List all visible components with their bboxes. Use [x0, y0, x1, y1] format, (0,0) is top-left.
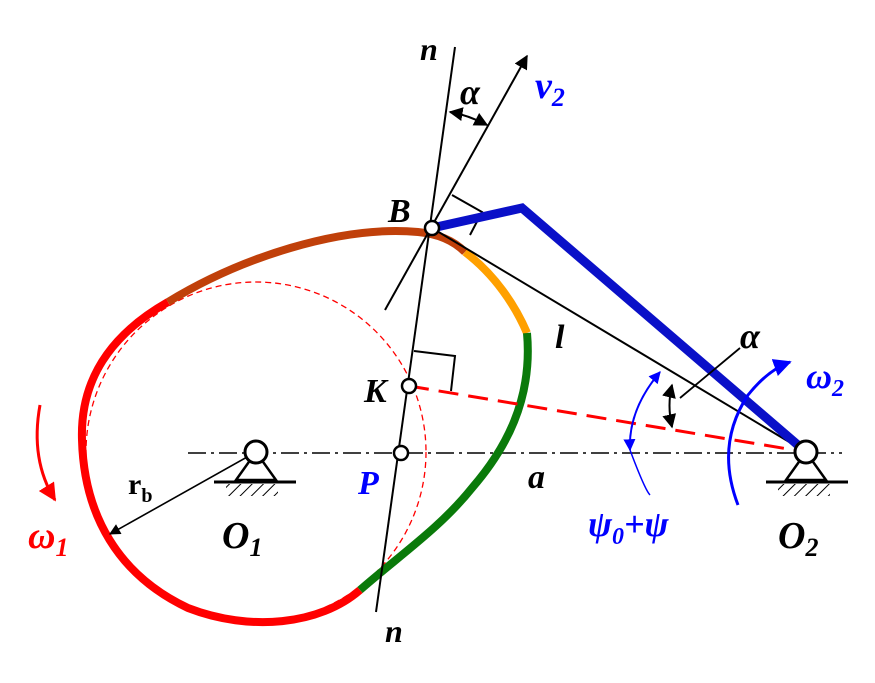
label-psi: ψ0+ψ — [588, 504, 670, 550]
velocity-v2-arrow — [384, 54, 528, 311]
rb-radius-arrow — [109, 451, 257, 535]
label-b: B — [387, 193, 411, 230]
label-a: a — [528, 459, 545, 496]
follower-arm — [431, 203, 809, 456]
right-angle-k — [413, 350, 457, 392]
label-o1: O1 — [222, 515, 262, 562]
label-v2: v2 — [535, 65, 565, 112]
psi-arc — [623, 371, 661, 452]
label-alpha-top: α — [460, 72, 481, 112]
cam-profile-brown — [165, 227, 468, 306]
point-k — [400, 377, 418, 395]
alpha-arc-top — [448, 107, 489, 126]
label-l: l — [555, 319, 565, 356]
label-n-top: n — [420, 31, 438, 67]
cam-profile-green — [357, 332, 532, 594]
label-alpha-right: α — [740, 316, 761, 356]
line-l — [431, 227, 807, 453]
point-p — [392, 444, 410, 462]
label-rb: rb — [128, 468, 152, 507]
point-b — [423, 219, 441, 237]
normal-line — [375, 46, 456, 613]
label-omega1: ω1 — [28, 515, 68, 562]
psi-leader — [629, 449, 651, 496]
label-p: P — [357, 465, 379, 502]
pivot-o2 — [766, 439, 848, 496]
pivot-o1 — [214, 439, 296, 496]
label-omega2: ω2 — [806, 356, 844, 402]
line-k-o2 — [408, 384, 807, 454]
omega2-arrow — [727, 359, 792, 506]
alpha-arc-right — [662, 383, 677, 429]
right-angle-b — [451, 194, 484, 236]
label-k: K — [363, 373, 389, 410]
label-n-bottom: n — [385, 613, 403, 649]
cam-profile-orange — [462, 248, 531, 335]
alpha-right-leader — [679, 347, 741, 399]
label-o2: O2 — [778, 515, 818, 562]
omega1-arrow — [35, 404, 57, 502]
cam-profile-red — [77, 298, 363, 627]
